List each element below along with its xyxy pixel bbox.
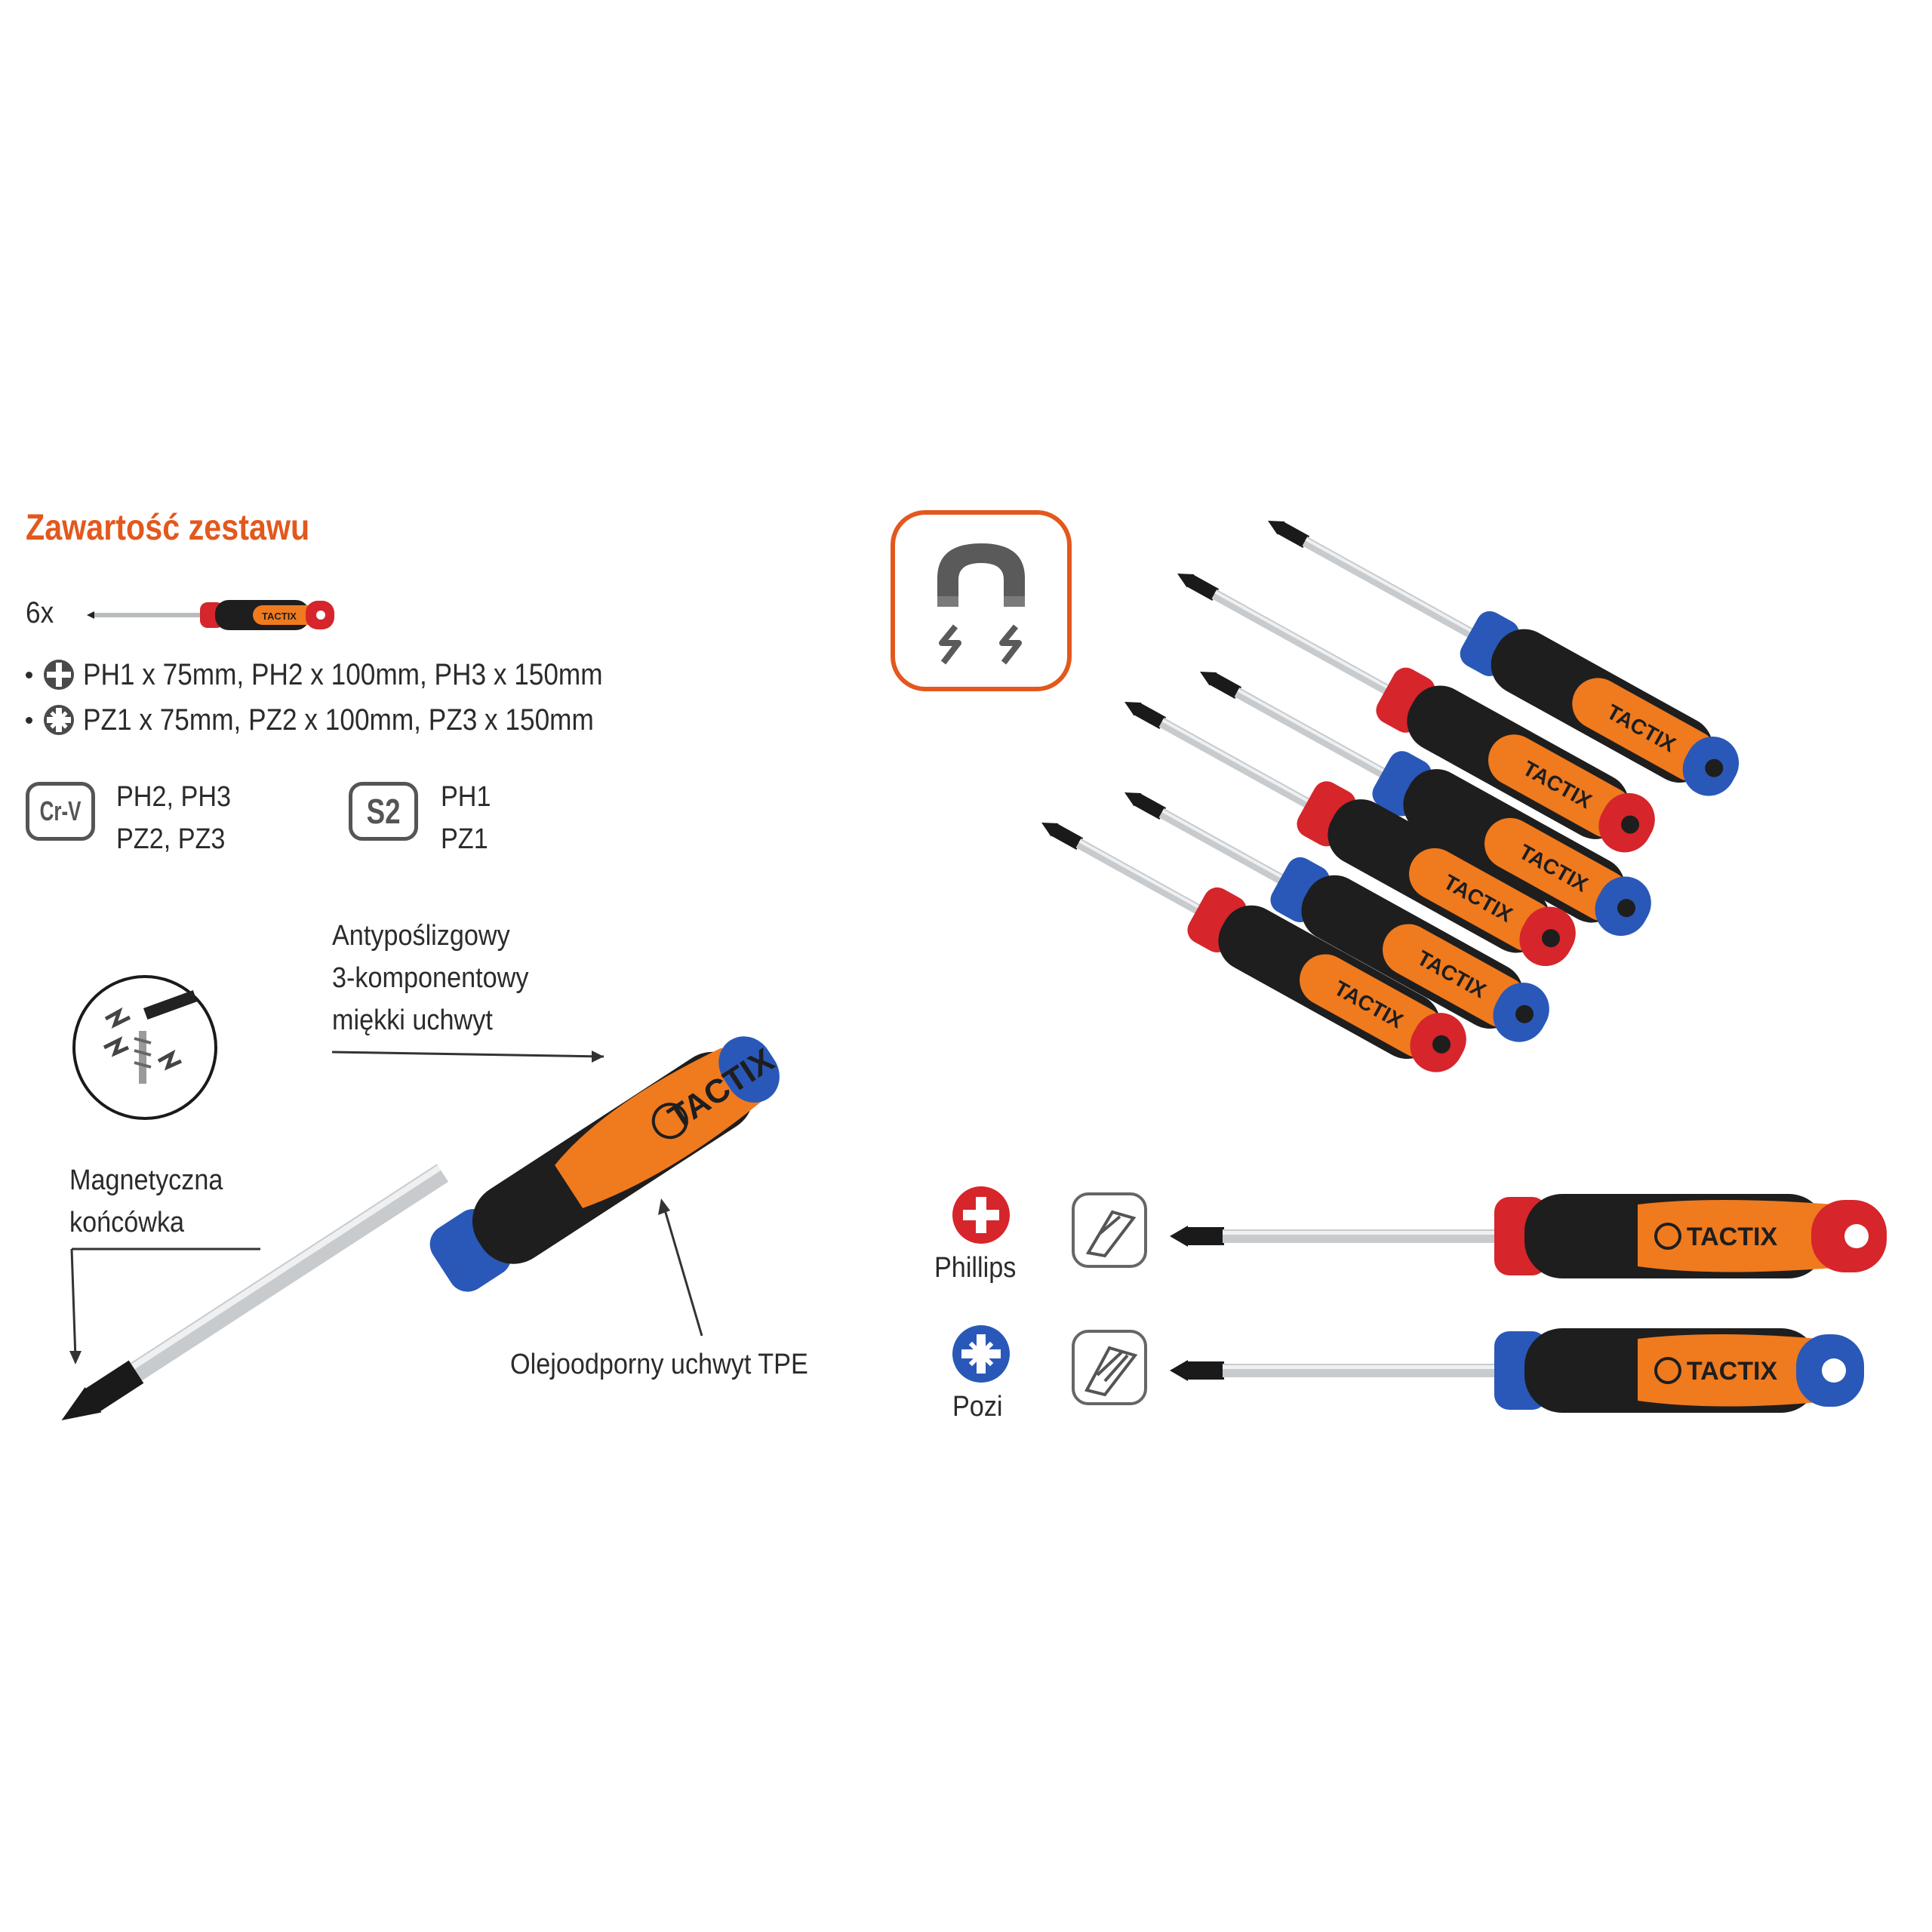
bullet-dot <box>26 672 32 678</box>
pozi-screwdriver: TACTIX <box>1170 1325 1894 1416</box>
s2-material-badge: S2 <box>349 782 418 841</box>
s2-material-line1: PH1 <box>441 781 491 813</box>
phillips-cross-icon <box>42 658 75 695</box>
crv-material-badge: Cr-V <box>26 782 95 841</box>
set-screwdriver: TACTIX <box>1124 792 1549 1042</box>
phillips-label: Phillips <box>934 1252 1017 1284</box>
phillips-spec-text: PH1 x 75mm, PH2 x 100mm, PH3 x 150mm <box>83 658 603 691</box>
set-contents-title: Zawartość zestawu <box>26 508 310 548</box>
phillips-brand-text: TACTIX <box>1687 1223 1778 1251</box>
pozi-spec-text: PZ1 x 75mm, PZ2 x 100mm, PZ3 x 150mm <box>83 703 594 737</box>
crv-material-line1: PH2, PH3 <box>116 781 232 813</box>
crv-badge-text: Cr-V <box>39 795 82 826</box>
pozi-label: Pozi <box>952 1391 1003 1423</box>
magnetic-callout-line1: Magnetyczna <box>69 1164 223 1196</box>
tpe-callout: Olejoodporny uchwyt TPE <box>510 1349 808 1380</box>
bullet-dot <box>26 717 32 724</box>
grip-callout-line2: 3-komponentowy <box>332 962 529 994</box>
phillips-tip-profile-icon <box>1072 1192 1147 1268</box>
pozi-tip-profile-icon <box>1072 1330 1147 1405</box>
svg-text:TACTIX: TACTIX <box>262 611 297 622</box>
grip-callout-line1: Antypoślizgowy <box>332 920 510 952</box>
s2-material-line2: PZ1 <box>441 823 488 855</box>
set-screwdriver: TACTIX <box>1268 521 1740 796</box>
magnet-icon <box>891 510 1072 691</box>
set-screwdriver: TACTIX <box>1200 672 1651 937</box>
grip-callout-line3: miękki uchwyt <box>332 1004 493 1036</box>
set-screwdriver: TACTIX <box>1177 574 1655 853</box>
s2-badge-text: S2 <box>366 792 401 831</box>
magnetic-tip-icon <box>72 975 217 1120</box>
phillips-tip-icon <box>952 1186 1010 1244</box>
featured-screwdriver: TACTIX <box>0 891 906 1464</box>
pozi-tip-icon <box>952 1325 1010 1383</box>
quantity-label: 6x <box>26 596 54 629</box>
pozi-star-icon <box>42 703 75 740</box>
screwdriver-thumbnail: TACTIX <box>87 596 336 634</box>
set-screwdriver: TACTIX <box>1124 702 1576 967</box>
crv-material-line2: PZ2, PZ3 <box>116 823 226 855</box>
pozi-brand-text: TACTIX <box>1687 1357 1778 1386</box>
set-screwdriver: TACTIX <box>1041 823 1466 1072</box>
magnetic-callout-line2: końcówka <box>69 1207 185 1238</box>
phillips-screwdriver: TACTIX <box>1170 1191 1894 1281</box>
